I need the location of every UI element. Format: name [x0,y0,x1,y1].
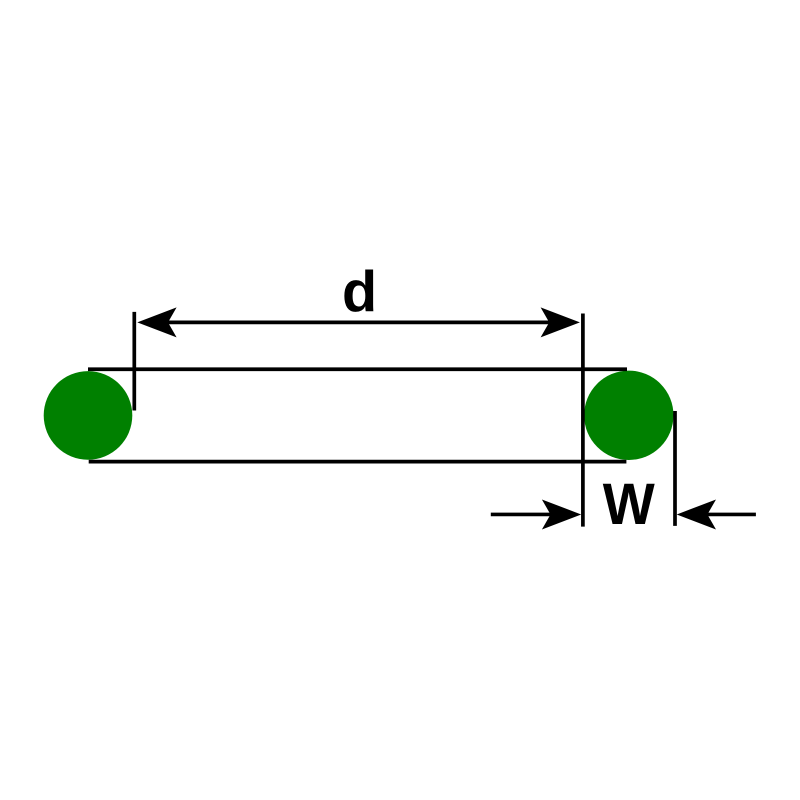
svg-text:d: d [342,261,377,325]
svg-text:W: W [603,472,655,537]
